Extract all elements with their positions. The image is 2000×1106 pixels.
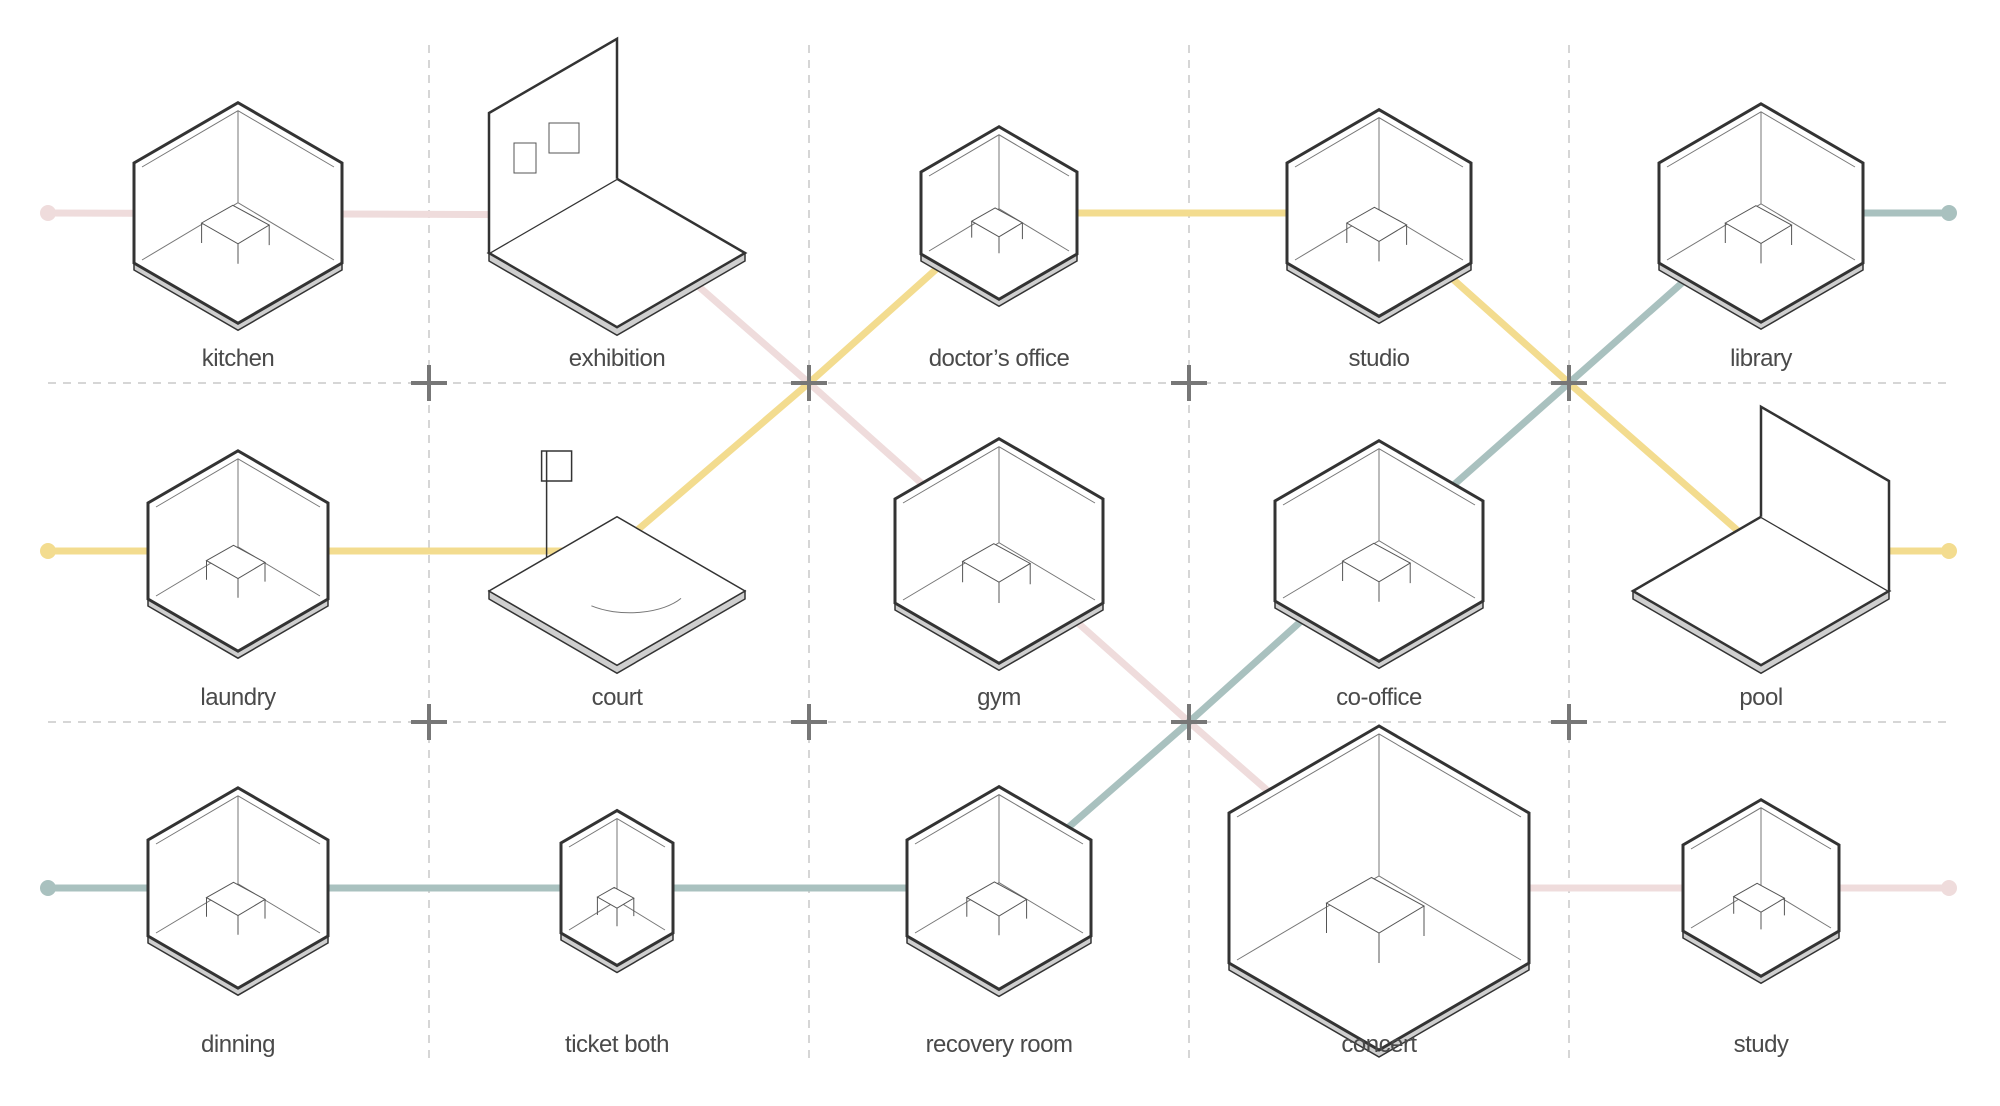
room-label: gym (977, 684, 1021, 711)
room-label: dinning (201, 1031, 275, 1058)
room-court (487, 450, 747, 675)
room-label: concert (1341, 1031, 1417, 1058)
back-wall (487, 36, 619, 253)
grid-cross-icon (791, 365, 827, 401)
room-interior-edges (1236, 733, 1522, 961)
grid-cross-icon (1171, 365, 1207, 401)
room-library (1657, 102, 1865, 331)
basketball-hoop-icon (540, 450, 573, 558)
room-studio (1285, 107, 1473, 325)
room-kitchen (132, 100, 344, 332)
grid-cross-icon (791, 704, 827, 740)
furniture (961, 543, 1032, 603)
room-label: doctor’s office (928, 345, 1070, 372)
room-recovery-room (905, 784, 1093, 998)
back-wall (1759, 404, 1891, 591)
room-label: pool (1739, 684, 1783, 711)
room-label: recovery room (925, 1031, 1073, 1058)
room-pool (1630, 404, 1892, 675)
furniture (1345, 206, 1408, 262)
room-interior-edges (1282, 448, 1476, 599)
room-label: co-office (1336, 684, 1422, 711)
court-marking (591, 598, 682, 614)
furniture (1732, 882, 1786, 930)
room-exhibition (486, 36, 748, 337)
furniture (1724, 205, 1793, 264)
room-interior-edges (902, 446, 1096, 601)
platform-floor (487, 515, 747, 667)
room-interior-edges (1666, 111, 1856, 261)
furniture (1325, 876, 1426, 963)
grid-cross-icon (1171, 704, 1207, 740)
room-gym (893, 436, 1105, 672)
yellow-route-end-dot (1941, 543, 1957, 559)
room-study (1681, 798, 1841, 985)
room-ticket-both (559, 808, 675, 974)
furniture (205, 881, 267, 935)
room-label: study (1733, 1031, 1789, 1058)
furniture (205, 544, 267, 598)
room-label: laundry (200, 684, 276, 711)
room-laundry (146, 449, 330, 660)
pink-route-start-dot (40, 205, 56, 221)
furniture (200, 204, 271, 264)
yellow-route-start-dot (40, 543, 56, 559)
pink-route-end-dot (1941, 880, 1957, 896)
teal-route-start-dot (40, 880, 56, 896)
grid-cross-icon (1551, 365, 1587, 401)
room-interior-edges (155, 795, 321, 934)
room-label: exhibition (568, 345, 666, 372)
furniture (1341, 542, 1412, 602)
furniture (596, 886, 635, 927)
painting (548, 122, 580, 154)
room-concert (1227, 724, 1531, 1058)
room-label: court (591, 684, 643, 711)
room-label: studio (1348, 345, 1410, 372)
room-label: kitchen (201, 345, 275, 372)
yellow-route (48, 209, 1949, 555)
grid-cross-icon (411, 704, 447, 740)
room-interior-edges (928, 134, 1070, 252)
room-interior-edges (141, 110, 335, 261)
room-label: library (1730, 345, 1792, 372)
room-interior-edges (914, 794, 1084, 934)
room-dinning (146, 786, 330, 997)
room-doctor-s-office (919, 125, 1079, 308)
room-interior-edges (155, 458, 321, 597)
room-co-office (1273, 438, 1485, 670)
teal-route-end-dot (1941, 205, 1957, 221)
room-label: ticket both (565, 1031, 669, 1058)
furniture (970, 207, 1024, 254)
grid-cross-icon (411, 365, 447, 401)
grid-cross-icon (1551, 704, 1587, 740)
furniture (965, 881, 1028, 936)
painting (513, 142, 537, 174)
